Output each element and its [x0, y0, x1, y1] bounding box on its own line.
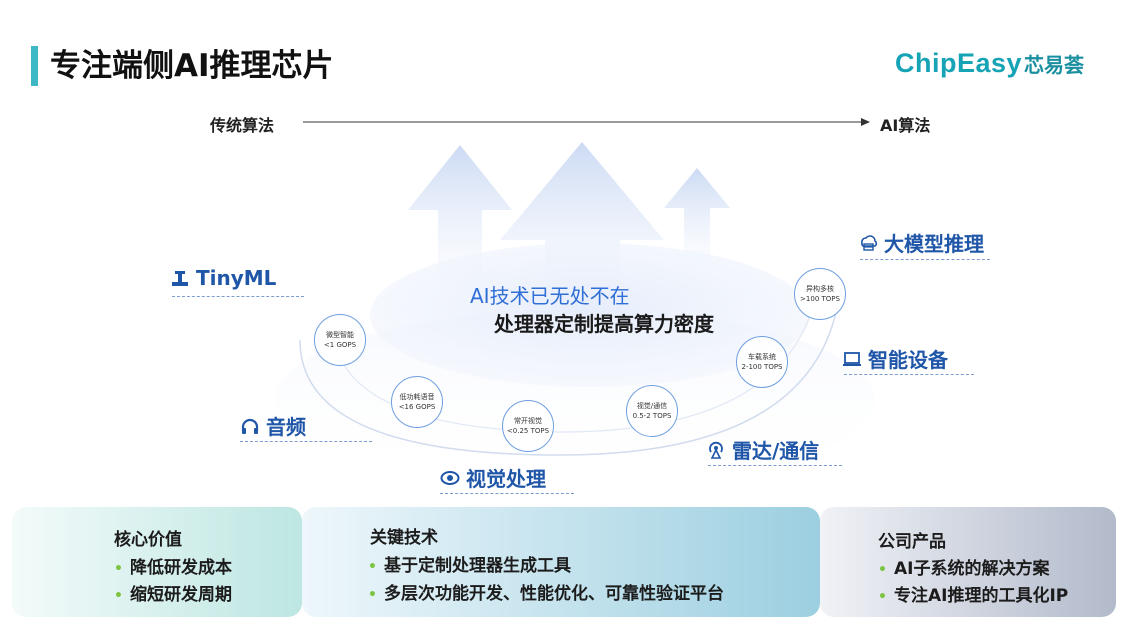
bullet-icon: •	[368, 587, 377, 603]
app-label: 大模型推理	[884, 232, 984, 256]
panel-item: •AI子系统的解决方案	[878, 559, 1050, 579]
app-label: 音频	[266, 415, 306, 439]
radar-icon	[706, 441, 726, 459]
center-subheadline: 处理器定制提高算力密度	[494, 312, 714, 336]
panel-title: 公司产品	[878, 532, 946, 552]
bullet-icon: •	[878, 562, 887, 578]
panel-title: 核心价值	[114, 530, 182, 550]
bullet-icon: •	[114, 561, 123, 577]
trend-arrow-head	[861, 118, 870, 126]
panel-item: •多层次功能开发、性能优化、可靠性验证平台	[368, 584, 724, 604]
node-name: 低功耗语音	[399, 393, 435, 401]
logo-text-cn: 芯易荟	[1024, 55, 1085, 77]
title-accent-bar	[31, 46, 38, 86]
panel-item: •降低研发成本	[114, 558, 232, 578]
panel-item: •专注AI推理的工具化IP	[878, 586, 1069, 606]
app-label: 视觉处理	[466, 467, 546, 491]
app-label: TinyML	[196, 266, 277, 290]
headphones-icon	[240, 417, 260, 435]
app-underline	[440, 493, 574, 494]
node-name: 常开视觉	[514, 417, 542, 425]
center-ellipse	[370, 243, 810, 387]
rising-arrows-icon	[408, 142, 730, 300]
traditional-algorithm-label: 传统算法	[210, 116, 275, 135]
node-vision-communication: 视觉/通信 0.5-2 TOPS	[626, 385, 678, 437]
logo-text-en: ChipEasy	[895, 48, 1023, 78]
app-underline	[860, 259, 990, 260]
orbit-arc-outer	[299, 289, 841, 456]
node-heterogeneous-multicore: 异构多核 >100 TOPS	[794, 268, 846, 320]
node-value: <16 GOPS	[398, 403, 436, 411]
app-smart-devices: 智能设备	[842, 344, 948, 373]
ai-algorithm-label: AI算法	[880, 116, 931, 135]
robot-arm-icon	[170, 269, 190, 287]
node-name: 微型智能	[326, 331, 354, 339]
bullet-icon: •	[114, 588, 123, 604]
node-name: 异构多核	[806, 285, 834, 293]
app-large-model-inference: 大模型推理	[858, 228, 984, 257]
eye-icon	[440, 469, 460, 487]
app-label: 智能设备	[868, 348, 948, 372]
node-name: 车载系统	[748, 353, 776, 361]
panel-title: 关键技术	[370, 528, 438, 548]
app-underline	[844, 374, 974, 375]
bullet-icon: •	[368, 559, 377, 575]
node-micro-intelligence: 微型智能 <1 GOPS	[314, 314, 366, 366]
page-title: 专注端侧AI推理芯片	[50, 48, 334, 84]
panel-item: •缩短研发周期	[114, 585, 232, 605]
panel-item: •基于定制处理器生成工具	[368, 556, 571, 576]
app-audio: 音频	[240, 411, 306, 440]
app-underline	[172, 296, 304, 297]
app-underline	[708, 465, 842, 466]
app-label: 雷达/通信	[732, 439, 820, 463]
key-technology-panel: 关键技术 •基于定制处理器生成工具 •多层次功能开发、性能优化、可靠性验证平台	[302, 507, 820, 617]
app-vision-processing: 视觉处理	[440, 463, 546, 492]
node-value: 0.5-2 TOPS	[632, 412, 672, 420]
app-radar-communication: 雷达/通信	[706, 435, 819, 464]
company-products-panel: 公司产品 •AI子系统的解决方案 •专注AI推理的工具化IP	[820, 507, 1116, 617]
center-headline: AI技术已无处不在	[470, 284, 630, 308]
node-automotive-system: 车载系统 2-100 TOPS	[736, 336, 788, 388]
app-tinyml: TinyML	[170, 266, 276, 290]
node-value: 2-100 TOPS	[741, 363, 783, 371]
node-value: >100 TOPS	[800, 295, 840, 303]
node-low-power-voice: 低功耗语音 <16 GOPS	[391, 376, 443, 428]
core-value-panel: 核心价值 •降低研发成本 •缩短研发周期	[12, 507, 302, 617]
node-always-on-vision: 常开视觉 <0.25 TOPS	[502, 400, 554, 452]
laptop-icon	[842, 350, 862, 368]
bullet-icon: •	[878, 589, 887, 605]
node-name: 视觉/通信	[636, 402, 668, 410]
app-underline	[240, 441, 372, 442]
node-value: <1 GOPS	[323, 341, 357, 349]
cloud-server-icon	[858, 234, 878, 252]
node-value: <0.25 TOPS	[506, 427, 550, 435]
